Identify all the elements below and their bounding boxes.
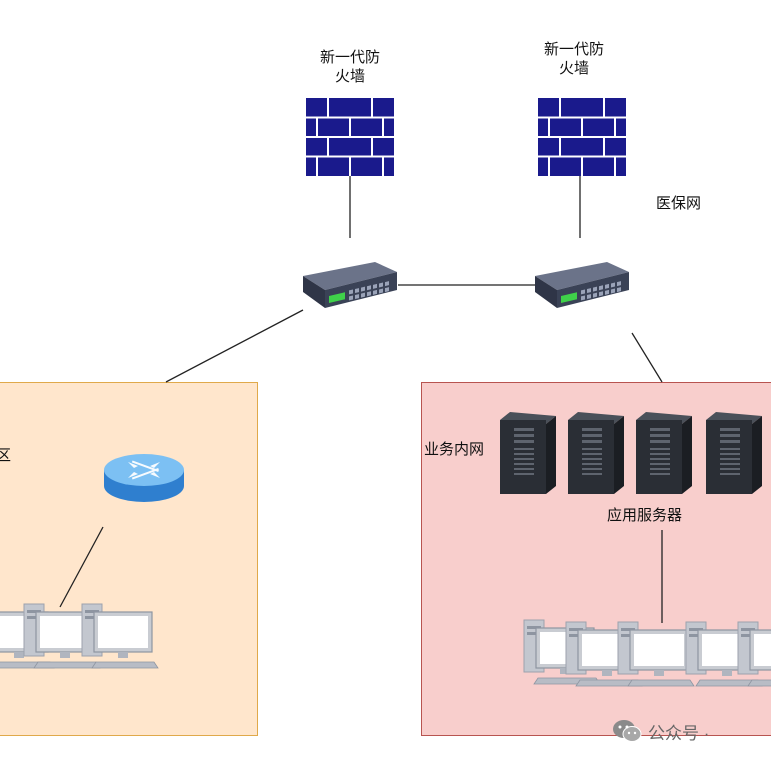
server-icon xyxy=(636,412,692,494)
left-zone-label: 区 xyxy=(0,447,12,464)
firewall-2-label-line1: 新一代防 xyxy=(543,41,604,58)
link-switch2-right-zone xyxy=(631,332,663,383)
server-icon xyxy=(706,412,762,494)
pc-icon xyxy=(617,621,695,687)
pc-icon xyxy=(737,621,771,687)
pc-icon xyxy=(81,603,159,669)
link-router-pcs xyxy=(59,526,104,608)
switch-icon xyxy=(535,262,629,308)
firewall-1-label-line1: 新一代防 xyxy=(319,49,380,66)
firewall-1-label-line2: 火墙 xyxy=(334,68,365,85)
server-icon xyxy=(568,412,624,494)
server-group xyxy=(500,412,762,494)
connection-lines xyxy=(59,176,663,623)
firewall-2-label: 新一代防 火墙 xyxy=(534,40,614,78)
firewall-2-label-line2: 火墙 xyxy=(558,60,589,77)
link-switch1-left-zone xyxy=(165,309,304,383)
firewall-icon xyxy=(537,97,627,177)
watermark-text: 公众号 · xyxy=(648,723,710,743)
watermark: 公众号 · xyxy=(612,716,709,746)
left-pc-group xyxy=(0,603,159,669)
business-intranet-label: 业务内网 xyxy=(424,441,485,458)
wechat-icon xyxy=(613,720,642,742)
firewall-icon xyxy=(305,97,395,177)
firewall-1-label: 新一代防 火墙 xyxy=(310,48,390,86)
router-icon xyxy=(104,454,184,502)
left-zone xyxy=(0,382,258,736)
right-pc-group xyxy=(523,619,771,687)
switch-icon xyxy=(303,262,397,308)
app-servers-label: 应用服务器 xyxy=(607,507,683,524)
medical-network-label: 医保网 xyxy=(656,195,702,212)
server-icon xyxy=(500,412,556,494)
